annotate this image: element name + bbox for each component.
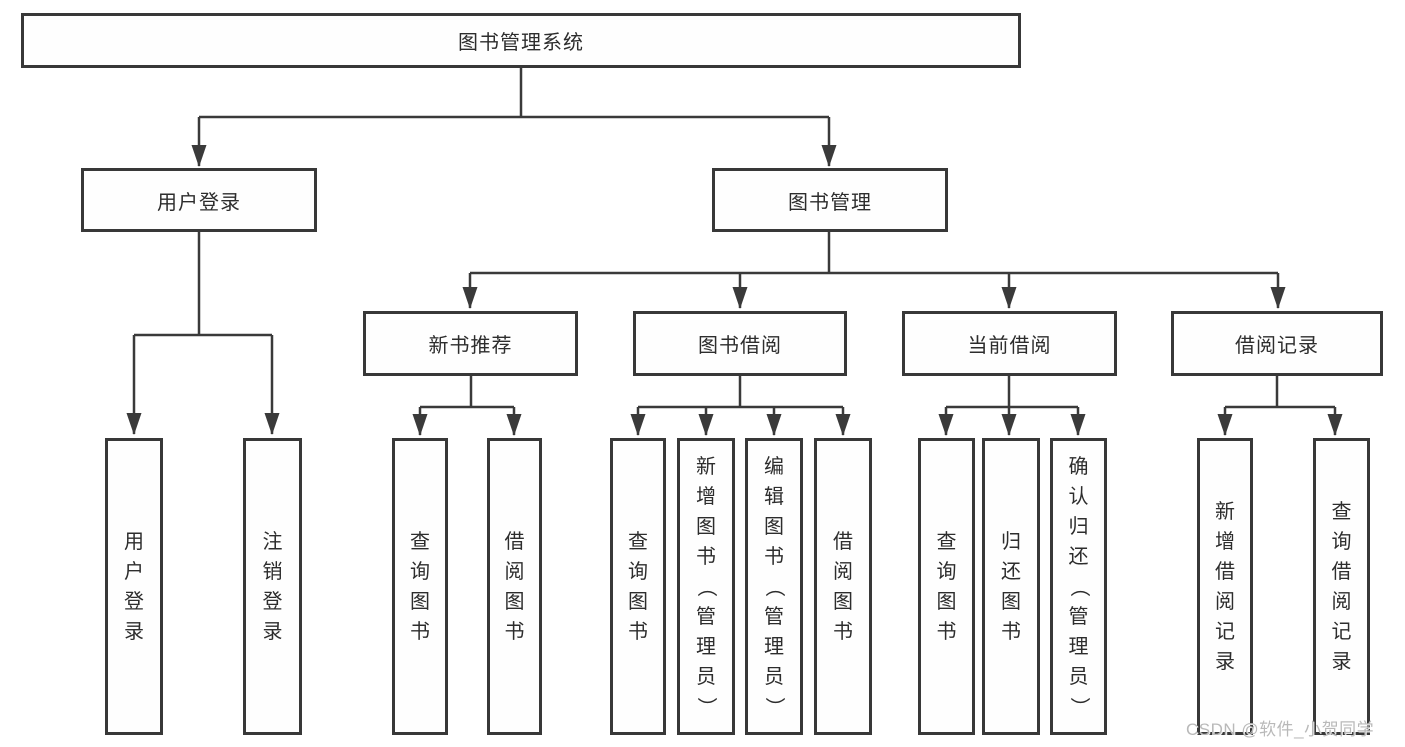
leaf-user-login: 用户登录 xyxy=(105,438,163,735)
node-book-borrow: 图书借阅 xyxy=(633,311,847,376)
node-new-book-recommend: 新书推荐 xyxy=(363,311,578,376)
node-book-borrow-label: 图书借阅 xyxy=(698,335,782,357)
leaf-user-login-label: 用户登录 xyxy=(124,530,144,643)
leaf-cb-query-books-label: 查询图书 xyxy=(936,530,957,643)
leaf-bb-query-books-label: 查询图书 xyxy=(628,530,648,643)
leaf-br-add-record-label: 新增借阅记录 xyxy=(1215,500,1235,673)
leaf-nb-borrow-books-label: 借阅图书 xyxy=(504,530,525,643)
node-new-book-recommend-label: 新书推荐 xyxy=(428,335,513,357)
node-current-borrow: 当前借阅 xyxy=(902,311,1117,376)
leaf-logout: 注销登录 xyxy=(243,438,302,735)
node-root-label: 图书管理系统 xyxy=(458,32,584,54)
leaf-cb-query-books: 查询图书 xyxy=(918,438,975,735)
leaf-nb-query-books-label: 查询图书 xyxy=(410,530,430,643)
leaf-logout-label: 注销登录 xyxy=(262,530,283,643)
leaf-bb-borrow-books: 借阅图书 xyxy=(814,438,872,735)
node-root: 图书管理系统 xyxy=(21,13,1021,68)
leaf-br-query-record-label: 查询借阅记录 xyxy=(1331,500,1352,673)
leaf-br-add-record: 新增借阅记录 xyxy=(1197,438,1253,735)
leaf-bb-add-books-admin: 新增图书（管理员） xyxy=(677,438,735,735)
node-current-borrow-label: 当前借阅 xyxy=(967,335,1052,357)
leaf-br-query-record: 查询借阅记录 xyxy=(1313,438,1370,735)
leaf-bb-add-books-admin-label: 新增图书（管理员） xyxy=(695,455,717,717)
leaf-nb-borrow-books: 借阅图书 xyxy=(487,438,542,735)
node-user-login: 用户登录 xyxy=(81,168,317,232)
leaf-cb-confirm-return-admin-label: 确认归还（管理员） xyxy=(1067,455,1090,717)
node-borrow-records: 借阅记录 xyxy=(1171,311,1383,376)
leaf-nb-query-books: 查询图书 xyxy=(392,438,448,735)
node-book-management: 图书管理 xyxy=(712,168,948,232)
leaf-cb-return-books-label: 归还图书 xyxy=(1001,530,1021,643)
node-book-management-label: 图书管理 xyxy=(788,191,872,214)
node-user-login-label: 用户登录 xyxy=(157,191,241,214)
leaf-bb-edit-books-admin: 编辑图书（管理员） xyxy=(745,438,803,735)
leaf-bb-edit-books-admin-label: 编辑图书（管理员） xyxy=(763,455,785,717)
leaf-bb-query-books: 查询图书 xyxy=(610,438,666,735)
leaf-bb-borrow-books-label: 借阅图书 xyxy=(833,530,853,643)
leaf-cb-return-books: 归还图书 xyxy=(982,438,1040,735)
node-borrow-records-label: 借阅记录 xyxy=(1235,335,1319,357)
watermark-text: CSDN @软件_小贺同学 xyxy=(1186,720,1375,739)
leaf-cb-confirm-return-admin: 确认归还（管理员） xyxy=(1050,438,1107,735)
